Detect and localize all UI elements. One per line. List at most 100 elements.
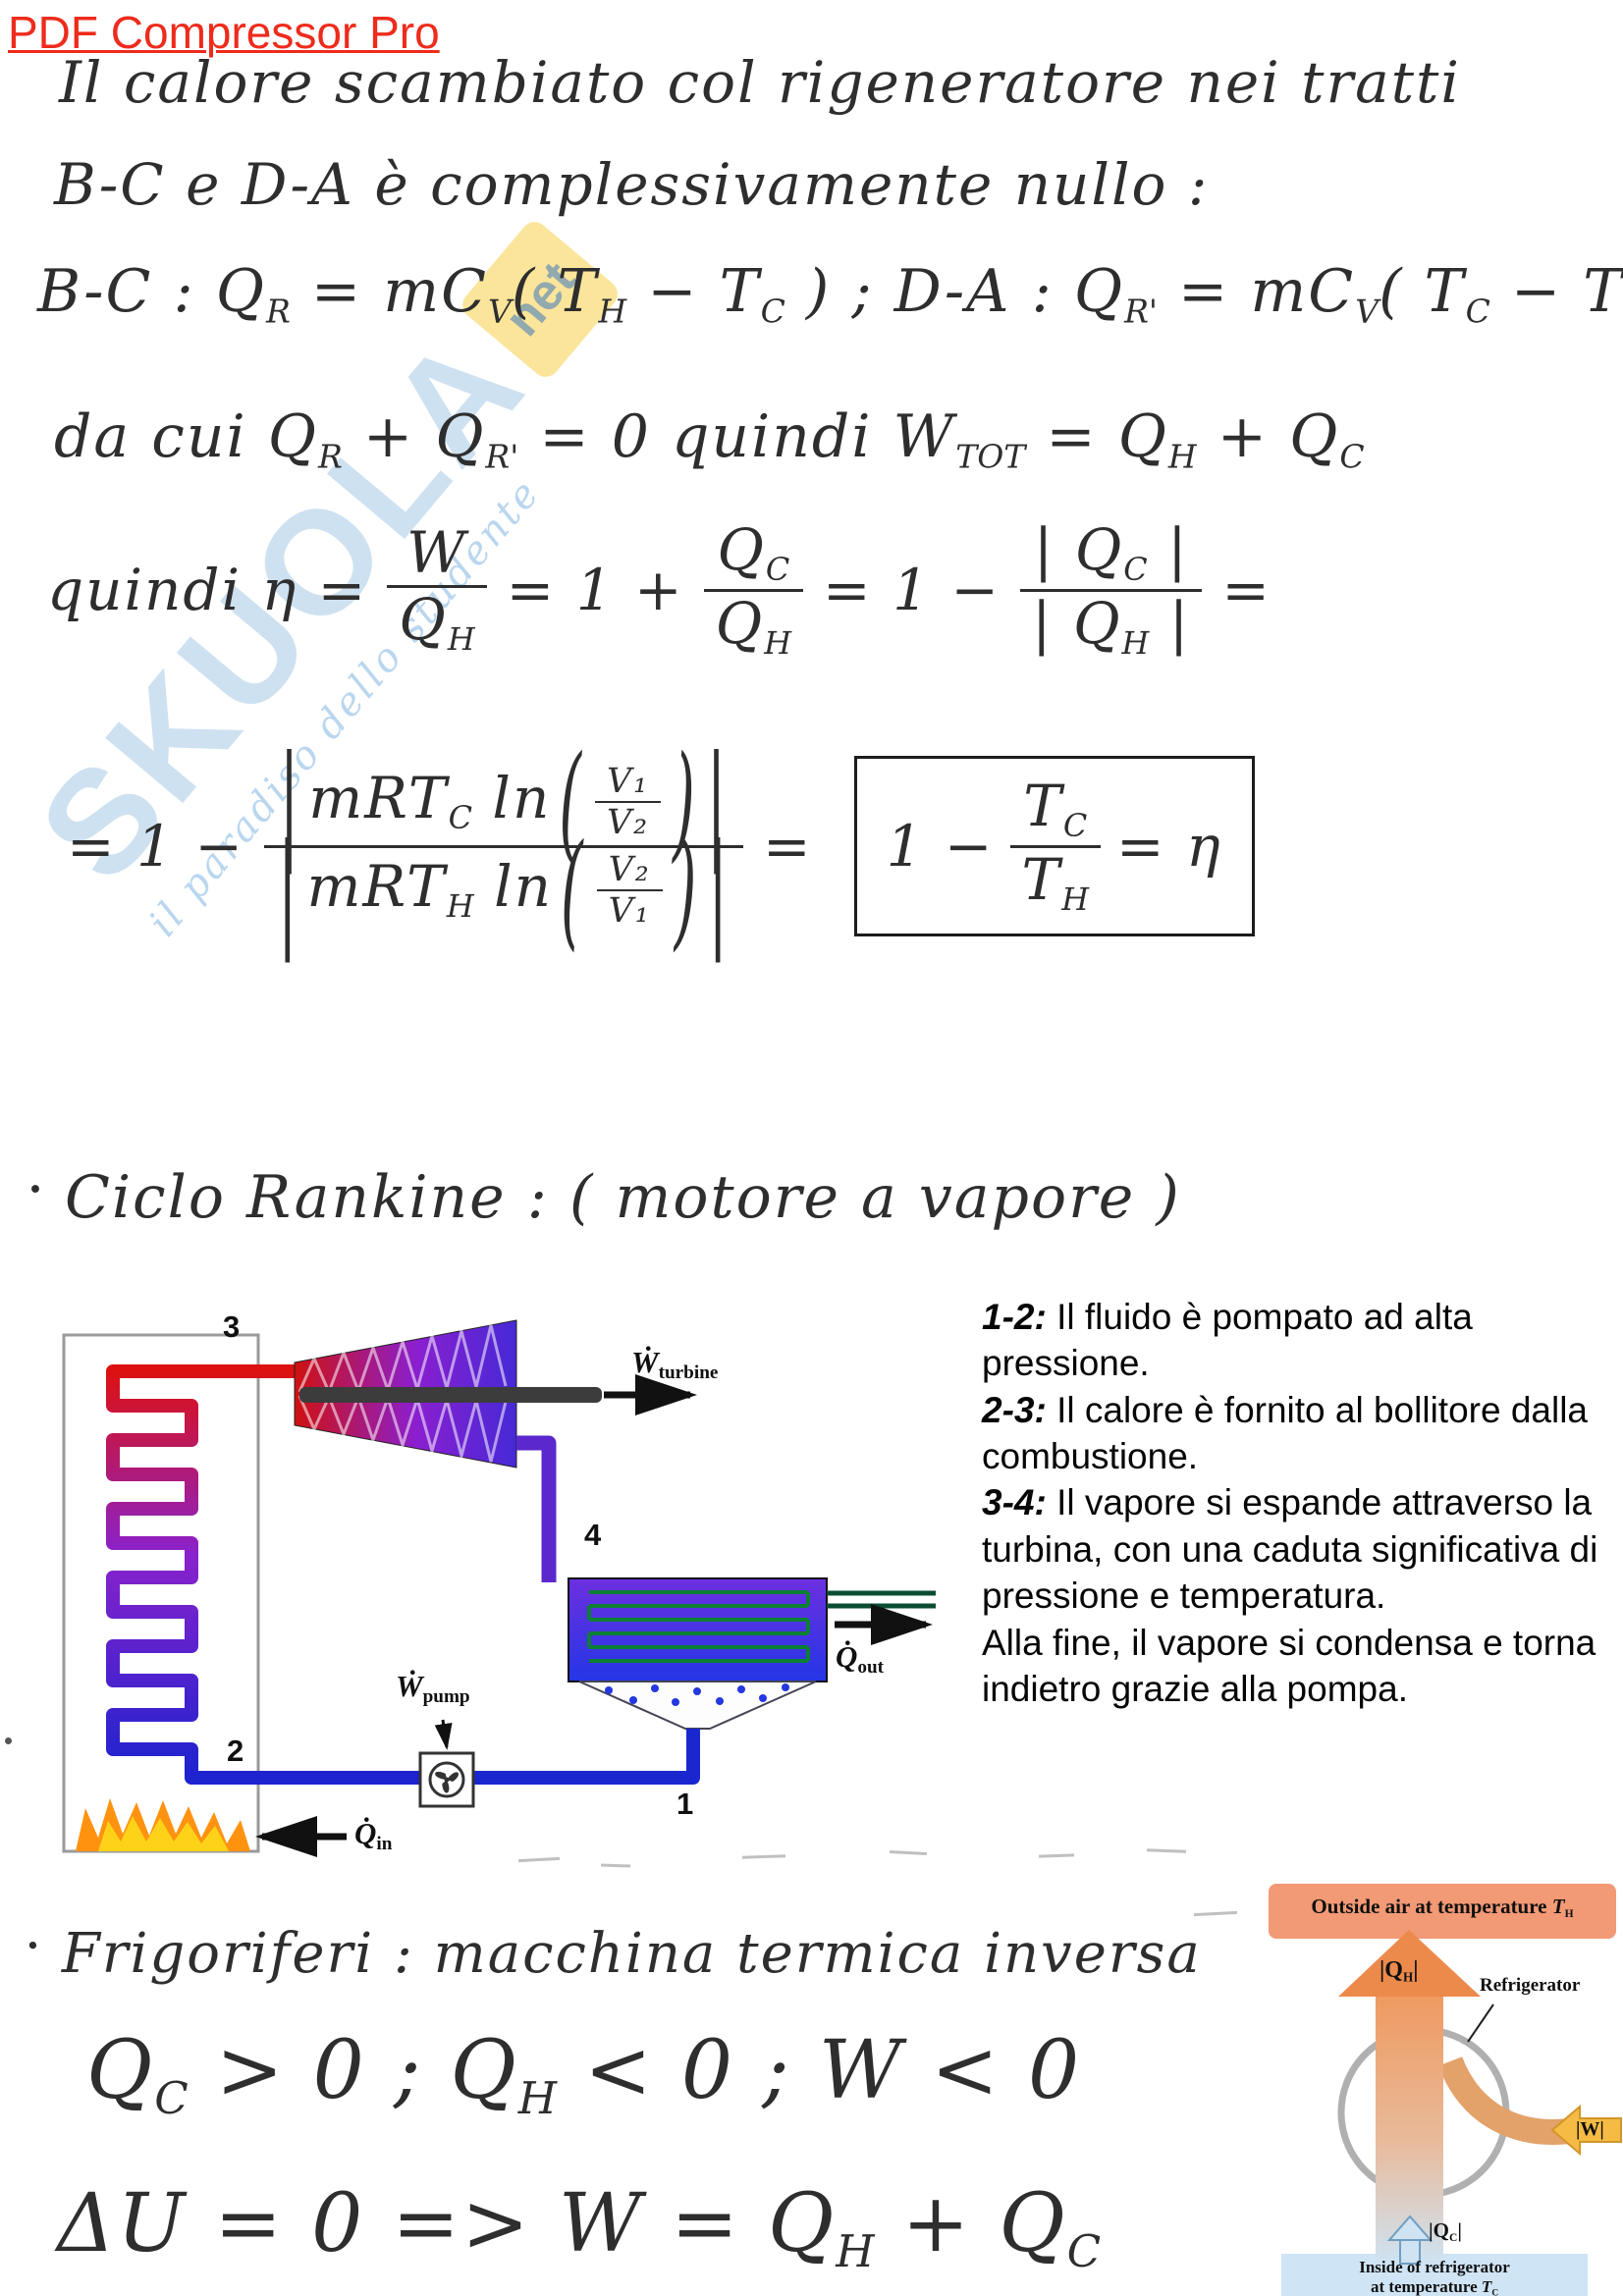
fraction-den: TH [1009, 844, 1101, 919]
fraction-absqc-absqh: | QC | | QH | [1020, 516, 1203, 663]
fraction-num: V₁ [606, 761, 650, 801]
fraction-den: QH [387, 585, 487, 659]
q-in-symbol: Q̇ [354, 1816, 377, 1850]
left-paren: ( [561, 816, 585, 963]
pipe-4 [516, 1435, 557, 1582]
inside-label-line2: at temperature TC [1370, 2277, 1499, 2296]
fraction-num: QC [717, 516, 790, 589]
refrigerator-diagram: Outside air at temperature TH |QH| Refri… [1232, 1873, 1623, 2296]
bullet-icon: • [26, 1932, 42, 1961]
rankine-diagram-svg [62, 1319, 936, 1857]
refrigerator-pointer-line [1467, 2003, 1494, 2043]
box-tail: = η [1116, 813, 1222, 881]
work-arrow [1550, 2104, 1622, 2157]
carnot-lead: = 1 − [67, 813, 244, 881]
note-line-2: B-C e D-A è complessivamente nullo : [54, 151, 1210, 218]
pump-pointer-arrow [434, 1719, 453, 1750]
step-text: Il fluido è pompato ad alta pressione. [982, 1297, 1473, 1384]
frigo-title-text: Frigoriferi : macchina termica inversa [61, 1922, 1202, 1986]
turbine-shaft [299, 1387, 602, 1403]
turbine-blades-bottom [298, 1392, 508, 1463]
fraction-den: | QH | [1020, 588, 1203, 663]
q-out-symbol: Q̇ [836, 1639, 858, 1674]
fraction-den: V₂ [594, 801, 662, 843]
right-paren: ) [673, 727, 697, 875]
stray-dash [1038, 1853, 1075, 1858]
explanation-item: 2-3: Il calore è fornito al bollitore da… [982, 1387, 1623, 1480]
rankine-title-text: Ciclo Rankine : ( motore a vapore ) [64, 1163, 1181, 1232]
fraction-qc-qh: QC QH [703, 516, 804, 662]
eta-lead: quindi η = [47, 557, 368, 624]
abs-bar: | [706, 727, 729, 875]
w-label: |W| [1576, 2118, 1604, 2140]
flames-inner [98, 1816, 229, 1851]
boiler-coil-pipe [106, 1364, 427, 1785]
condenser [568, 1577, 828, 1682]
w-turbine-label: Ẇturbine [631, 1345, 718, 1384]
right-paren: ) [674, 816, 699, 963]
step-label: 3-4: [982, 1482, 1047, 1523]
condenser-coil [587, 1590, 810, 1663]
pump [418, 1751, 475, 1808]
turbine-blades-top [298, 1324, 508, 1396]
eta-tail: = [1221, 557, 1271, 624]
w-turbine-symbol: Ẇ [631, 1345, 659, 1379]
inside-refrigerator-label: Inside of refrigerator at temperature TC [1281, 2258, 1588, 2296]
equation-dacui: da cui QR + QR' = 0 quindi WTOT = QH + Q… [54, 402, 1365, 476]
fraction-w-qh: W QH [387, 519, 487, 659]
boxed-carnot-result: 1 − TC TH = η [853, 756, 1255, 937]
step-text: Il calore è fornito al bollitore dalla c… [982, 1389, 1589, 1477]
w-pump-symbol: Ẇ [396, 1669, 423, 1703]
explanation-item: Alla fine, il vapore si condensa e torna… [982, 1620, 1623, 1713]
q-out-label: Q̇out [836, 1639, 884, 1679]
equation-carnot: = 1 − | mRTC ln ( V₁ V₂ ) | | mRTH ln ( … [67, 735, 1255, 955]
refrigerator-diagram-svg [1269, 1884, 1622, 2296]
frigo-title: • Frigoriferi : macchina termica inversa [26, 1922, 1202, 1986]
step-text: Il vapore si espande attraverso la turbi… [982, 1482, 1598, 1617]
condenser-funnel [578, 1681, 817, 1730]
fraction-num: W [406, 519, 467, 587]
den-prefix: mRTH ln [306, 853, 554, 926]
step-label: 1-2: [982, 1297, 1047, 1337]
eta-mid1: = 1 + [506, 557, 684, 624]
step-text: Alla fine, il vapore si condensa e torna… [982, 1622, 1596, 1709]
inside-label-line1: Inside of refrigerator [1359, 2258, 1510, 2276]
fraction-tc-th: TC TH [1009, 773, 1101, 919]
q-out-subscript: out [857, 1656, 885, 1678]
rankine-cycle-diagram: 3 4 2 1 Ẇturbine Ẇpump Q̇out Q̇in [54, 1296, 957, 1890]
fraction-v1-v2: V₁ V₂ [594, 761, 662, 843]
qh-label: |QH| [1380, 1957, 1419, 1985]
equals-sign: = [762, 813, 813, 881]
fraction-num: TC [1023, 773, 1088, 845]
q-in-label: Q̇in [354, 1816, 392, 1855]
big-fraction: | mRTC ln ( V₁ V₂ ) | | mRTH ln ( V₂ V₁ … [263, 735, 743, 955]
w-pump-label: Ẇpump [396, 1669, 470, 1708]
state-point-4: 4 [584, 1518, 602, 1552]
qc-arrow [1386, 2215, 1434, 2265]
left-paren: ( [559, 727, 583, 875]
big-fraction-num: | mRTC ln ( V₁ V₂ ) | [266, 735, 742, 867]
fraction-v2-v1: V₂ V₁ [596, 850, 663, 932]
num-prefix: mRTC ln [308, 765, 552, 837]
stray-dash [1193, 1910, 1238, 1917]
step-label: 2-3: [982, 1389, 1047, 1430]
state-point-1: 1 [676, 1787, 694, 1821]
box-lead: 1 − [886, 813, 995, 881]
fraction-den: V₁ [596, 889, 663, 932]
equation-eta: quindi η = W QH = 1 + QC QH = 1 − | QC |… [47, 518, 1271, 662]
abs-bar: | [708, 816, 730, 963]
q-in-subscript: in [376, 1833, 393, 1854]
note-line-1: Il calore scambiato col rigeneratore nei… [59, 49, 1461, 116]
return-pipe [473, 1729, 700, 1785]
stray-dot [5, 1737, 12, 1744]
frigo-equation-signs: QC > 0 ; QH < 0 ; W < 0 [86, 2024, 1082, 2124]
equation-bc-da: B-C : QR = mCV( TH − TC ) ; D-A : QR' = … [37, 257, 1623, 331]
state-point-3: 3 [223, 1309, 241, 1344]
refrigerator-label: Refrigerator [1480, 1975, 1581, 1996]
outside-air-box [1269, 1884, 1616, 1939]
pdf-compressor-stamp: PDF Compressor Pro [8, 7, 440, 58]
big-fraction-den: | mRTH ln ( V₂ V₁ ) | [263, 824, 743, 955]
fraction-num: | QC | [1033, 516, 1189, 589]
condensate-droplets [605, 1683, 789, 1706]
